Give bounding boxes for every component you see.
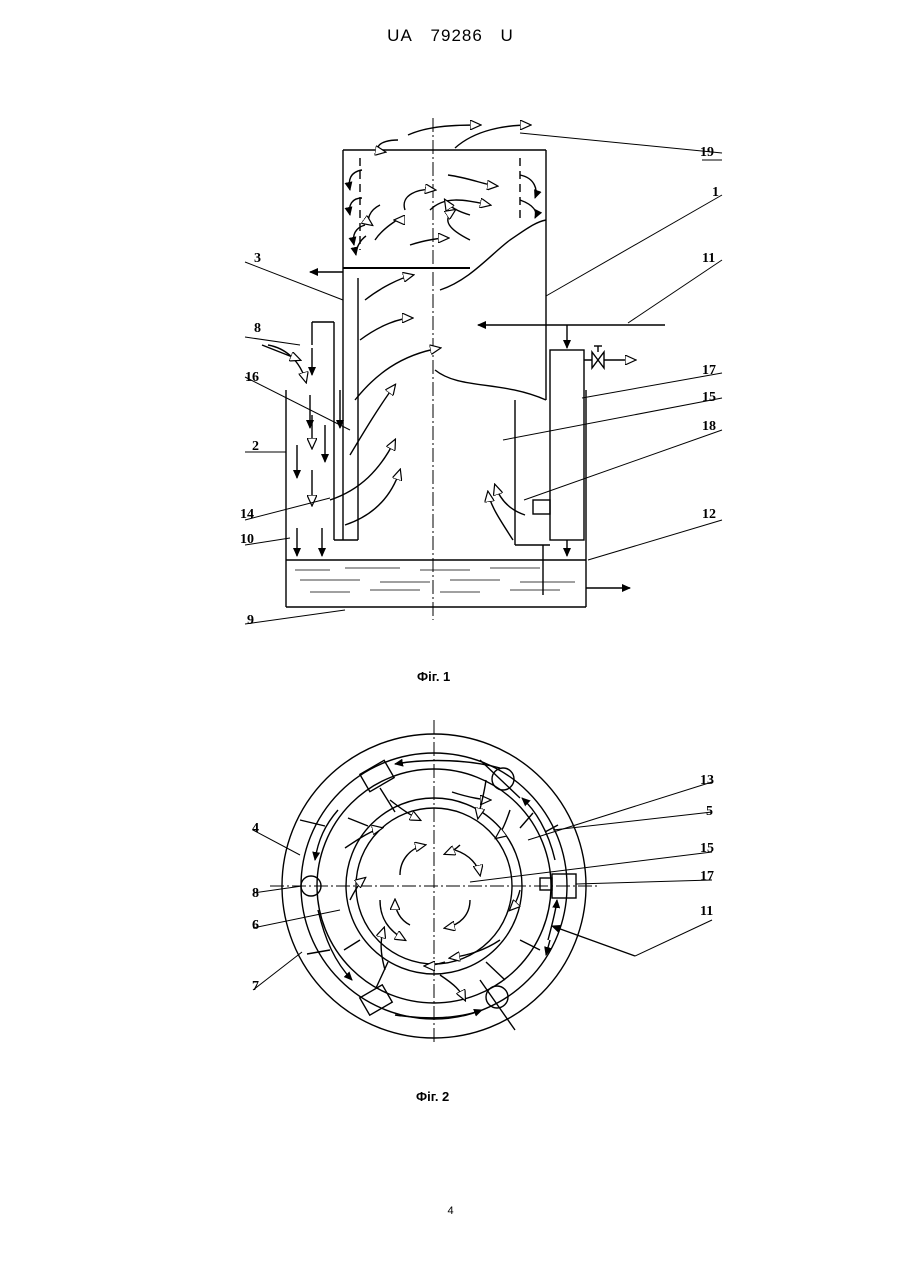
label-8: 8 — [252, 886, 259, 901]
label-17: 17 — [700, 869, 714, 884]
label-9: 9 — [247, 613, 254, 628]
figure-1-drawing: 19 1 3 11 8 17 16 15 18 2 14 12 10 9 — [0, 0, 901, 700]
label-18: 18 — [702, 419, 716, 434]
label-5: 5 — [706, 804, 713, 819]
figure-2-drawing: 13 4 5 15 8 17 6 11 7 — [0, 700, 901, 1090]
label-15: 15 — [702, 390, 716, 405]
label-15: 15 — [700, 841, 714, 856]
label-12: 12 — [702, 507, 716, 522]
label-19: 19 — [700, 145, 714, 160]
figure-1: 19 1 3 11 8 17 16 15 18 2 14 12 10 9 — [0, 0, 901, 700]
label-3: 3 — [254, 251, 261, 266]
figure-2-caption: Фіг. 2 — [416, 1089, 449, 1104]
label-14: 14 — [240, 507, 254, 522]
label-6: 6 — [252, 918, 259, 933]
figure-1-caption: Фіг. 1 — [417, 669, 450, 684]
label-2: 2 — [252, 439, 259, 454]
label-4: 4 — [252, 821, 259, 836]
label-13: 13 — [700, 773, 714, 788]
figure-2: 13 4 5 15 8 17 6 11 7 — [0, 700, 901, 1090]
label-11: 11 — [702, 251, 715, 266]
label-10: 10 — [240, 532, 254, 547]
label-16: 16 — [245, 370, 259, 385]
label-17: 17 — [702, 363, 716, 378]
label-11: 11 — [700, 904, 713, 919]
label-1: 1 — [712, 185, 719, 200]
page-number: 4 — [0, 1205, 901, 1217]
label-8: 8 — [254, 321, 261, 336]
label-7: 7 — [252, 979, 259, 994]
